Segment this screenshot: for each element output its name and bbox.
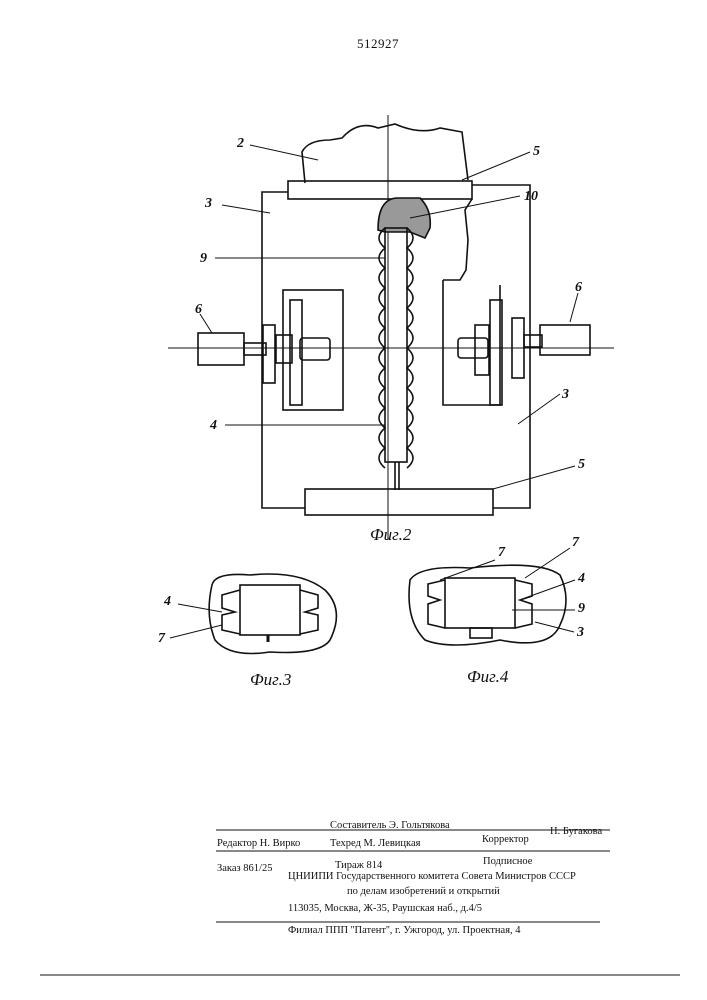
imprint-branch: Филиал ППП ''Патент'', г. Ужгород, ул. П…	[288, 925, 521, 936]
imprint-techred: Техред М. Левицкая	[330, 838, 420, 849]
fig2-label-6-left: 6	[195, 302, 202, 317]
fig2-label-10: 10	[524, 189, 538, 204]
fig2-label-4: 4	[209, 418, 217, 433]
fig2-label-6-right: 6	[575, 280, 582, 295]
imprint-address: 113035, Москва, Ж-35, Раушская наб., д.4…	[288, 903, 482, 914]
fig4-label-9: 9	[578, 601, 585, 616]
fig4-label-4: 4	[577, 571, 585, 586]
fig4-label-7-left: 7	[498, 545, 506, 560]
imprint-corrector-name: Н. Бугакова	[550, 826, 602, 837]
fig4-label-7-right: 7	[572, 535, 580, 550]
fig3-label-4: 4	[163, 594, 171, 609]
imprint-org-line1: ЦНИИПИ Государственного комитета Совета …	[288, 871, 576, 882]
imprint-circulation: Тираж 814	[335, 860, 382, 871]
imprint-editor: Редактор Н. Вирко	[217, 838, 300, 849]
fig2-label-3-left: 3	[204, 196, 212, 211]
fig2-label-2: 2	[236, 136, 244, 151]
imprint-order: Заказ 861/25	[217, 863, 272, 874]
fig2-drawing	[168, 115, 614, 540]
fig2-label-5-bottom: 5	[578, 457, 585, 472]
fig2-label-9: 9	[200, 251, 207, 266]
fig4-label-3: 3	[576, 625, 584, 640]
imprint-compiler: Составитель Э. Гольтякова	[330, 820, 450, 831]
imprint-org-line2: по делам изобретений и открытий	[347, 886, 500, 897]
fig3-label-7: 7	[158, 631, 166, 646]
fig3-drawing	[170, 574, 336, 654]
imprint-corrector-label: Корректор	[482, 834, 529, 845]
fig4-drawing	[409, 548, 575, 645]
fig2-label-3-right: 3	[561, 387, 569, 402]
fig4-caption: Фиг.4	[467, 667, 509, 686]
fig2-label-5-top: 5	[533, 144, 540, 159]
fig2-caption: Фиг.2	[370, 525, 412, 544]
imprint-subscription: Подписное	[483, 856, 532, 867]
fig3-caption: Фиг.3	[250, 670, 291, 689]
